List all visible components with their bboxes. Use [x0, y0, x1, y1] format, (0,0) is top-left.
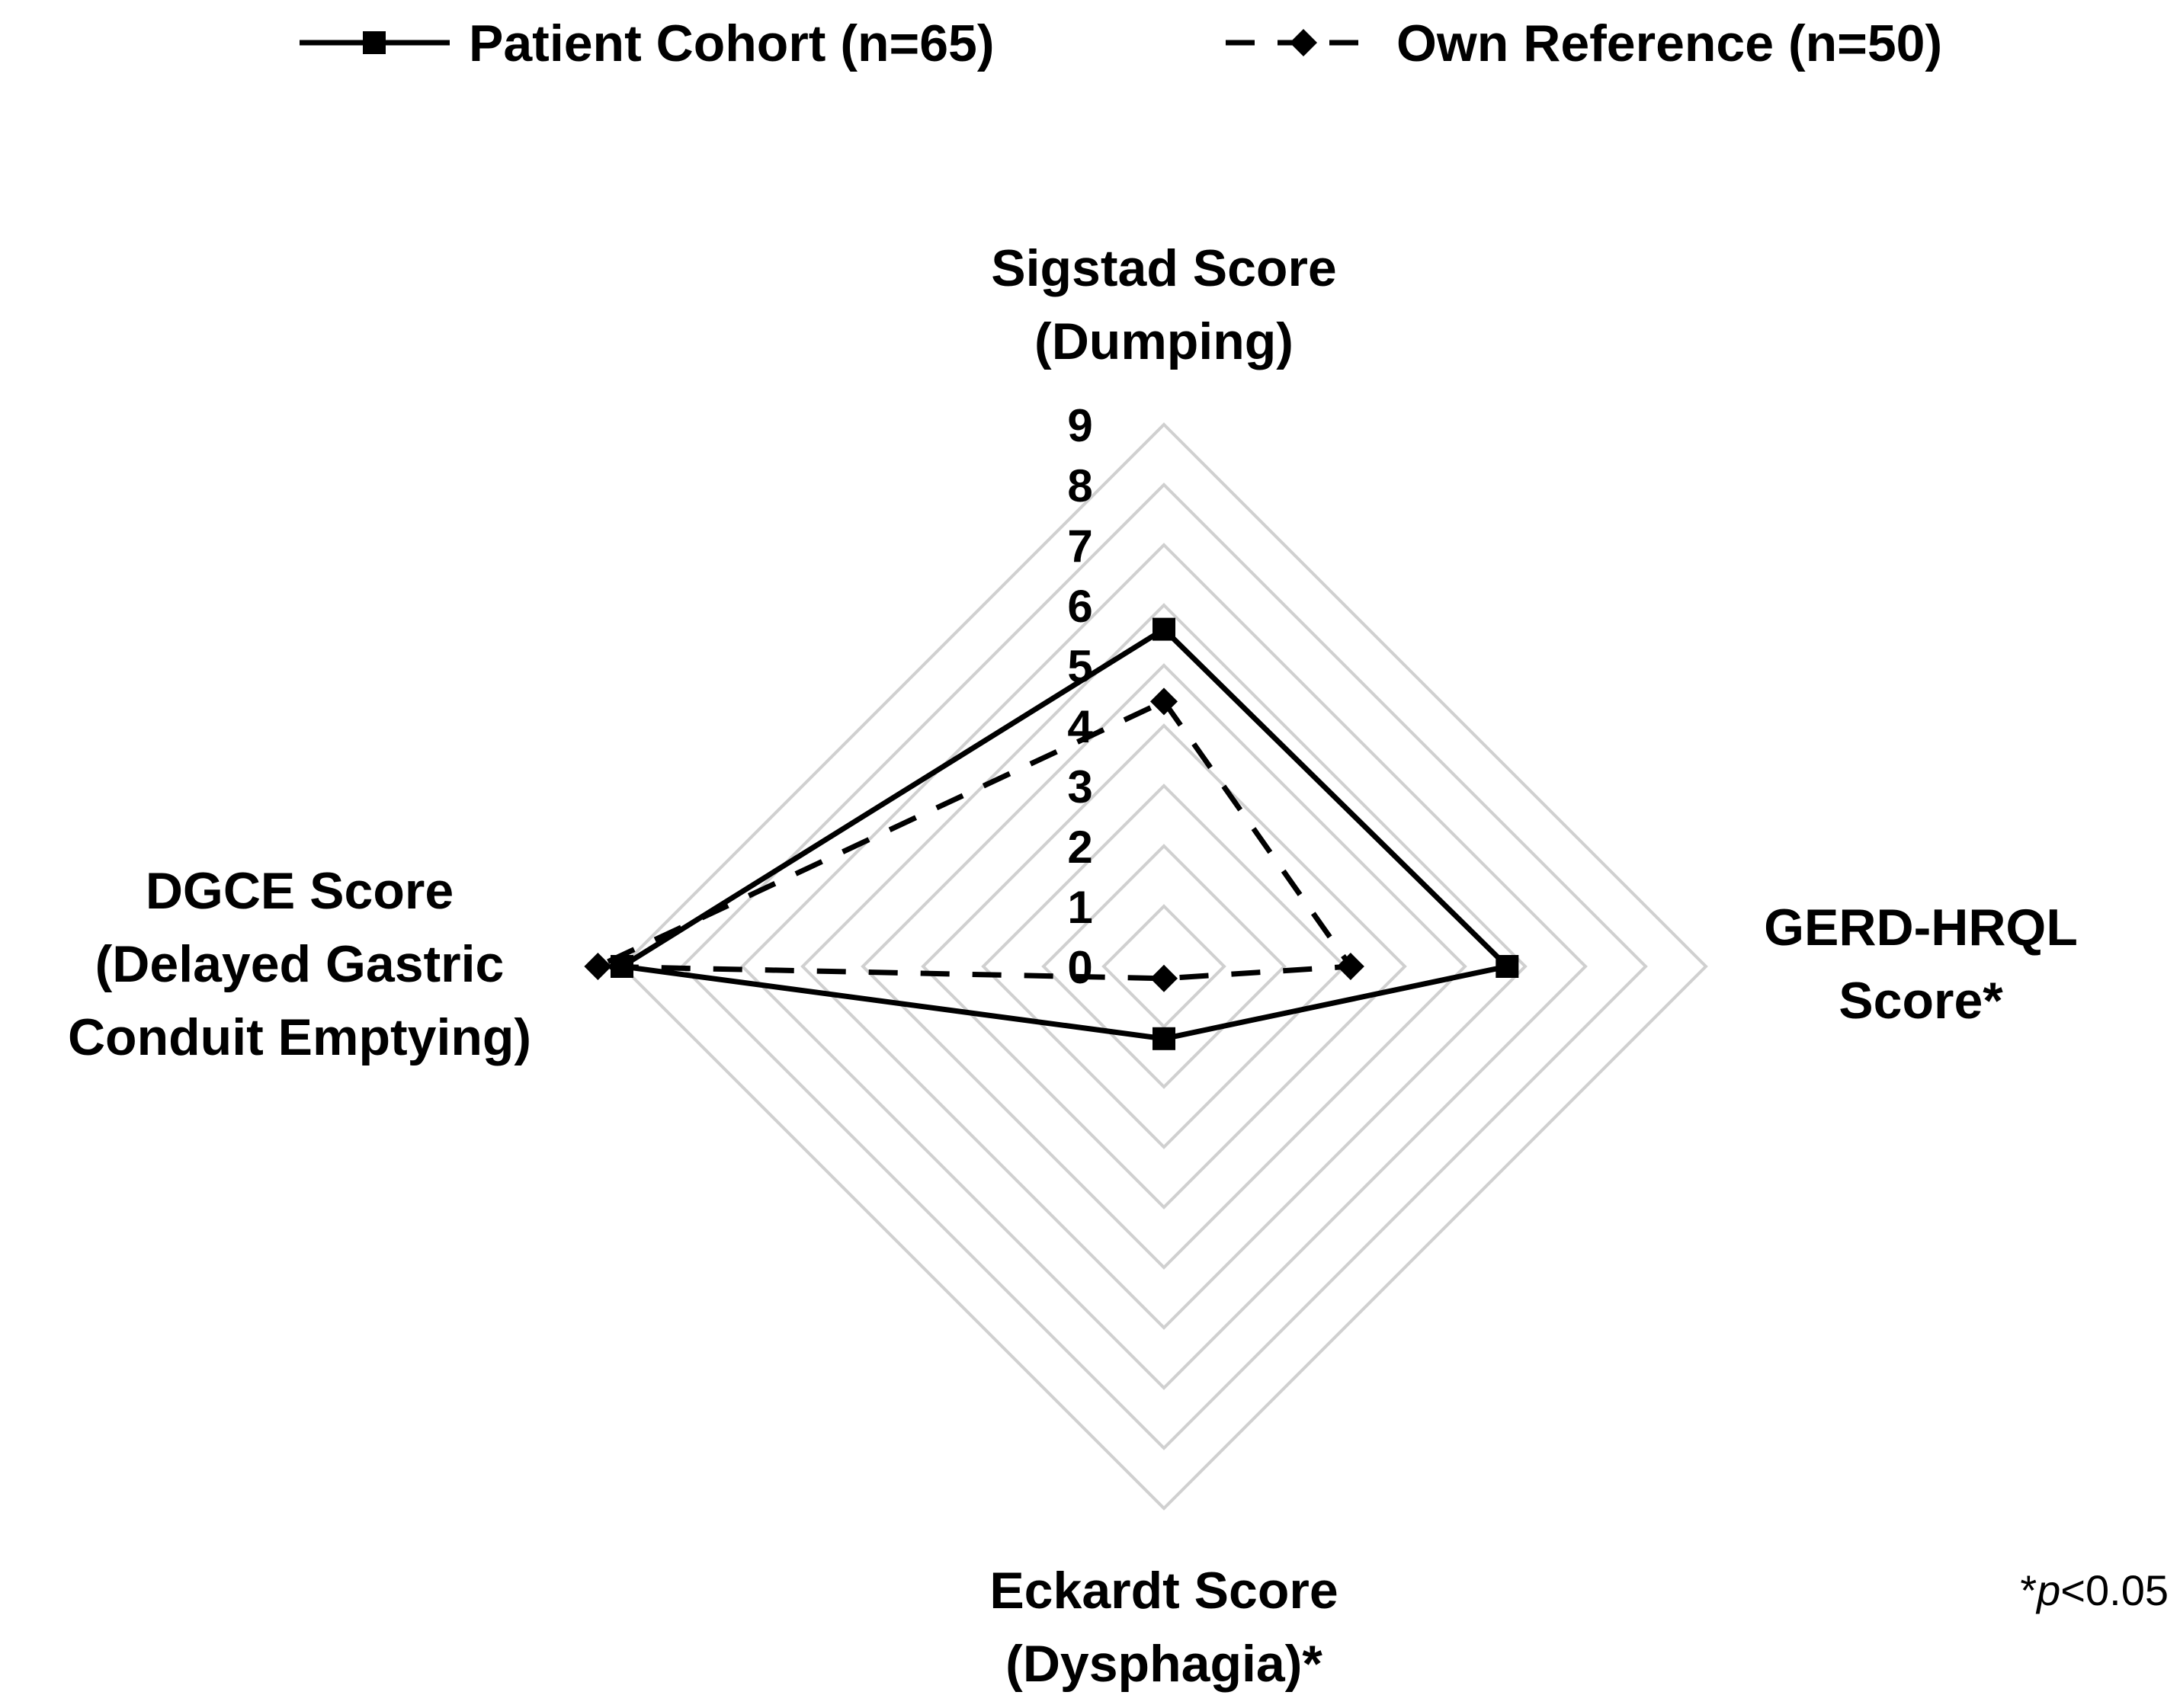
radar-grid: [620, 422, 1708, 1511]
axis-label-left-line-0: DGCE Score: [146, 862, 454, 920]
axis-labels: Sigstad Score (Dumping) GERD-HRQL Score* Eck…: [68, 239, 2078, 1693]
grid-ring-2: [1041, 844, 1287, 1089]
legend-item-patient-cohort: Patient Cohort (n=65): [300, 14, 995, 72]
grid-ring-8: [680, 482, 1648, 1450]
axis-label-bottom-line-1: (Dysphagia)*: [1005, 1635, 1322, 1693]
series-0-point-right: [1496, 955, 1519, 978]
tick-label-4: 4: [1067, 701, 1093, 752]
tick-label-8: 8: [1067, 460, 1092, 511]
series-1-point-left: [584, 953, 612, 980]
legend: Patient Cohort (n=65) Own Reference (n=5…: [300, 14, 1942, 72]
series-1-point-right: [1336, 953, 1364, 980]
axis-label-right-line-1: Score*: [1839, 972, 2003, 1030]
legend-label-own-reference: Own Reference (n=50): [1396, 14, 1942, 72]
grid-ring-5: [861, 663, 1467, 1270]
series-line-1: [596, 697, 1356, 982]
grid-ring-7: [740, 543, 1588, 1390]
axis-label-top-line-0: Sigstad Score: [991, 239, 1337, 297]
tick-label-7: 7: [1067, 521, 1092, 572]
axis-label-top-line-1: (Dumping): [1034, 312, 1294, 370]
axis-label-bottom-line-0: Eckardt Score: [989, 1562, 1338, 1620]
tick-label-0: 0: [1067, 942, 1092, 993]
grid-ring-1: [1101, 904, 1226, 1029]
grid-ring-9: [620, 422, 1708, 1511]
square-marker-icon: [363, 31, 386, 54]
series-1-point-top: [1150, 687, 1178, 716]
legend-label-patient-cohort: Patient Cohort (n=65): [469, 14, 995, 72]
series-0-point-bottom: [1153, 1027, 1175, 1050]
grid-ring-6: [800, 603, 1528, 1330]
legend-item-own-reference: Own Reference (n=50): [1226, 14, 1942, 72]
series-0-point-top: [1153, 617, 1175, 641]
data-series: [584, 617, 1519, 1050]
series-1-point-bottom: [1150, 964, 1178, 992]
tick-label-6: 6: [1067, 581, 1092, 632]
footnote-p: p: [2035, 1566, 2060, 1614]
axis-label-left-line-2: Conduit Emptying): [68, 1008, 531, 1066]
footnote-star: *: [2020, 1566, 2037, 1614]
axis-label-right-line-0: GERD-HRQL: [1764, 899, 2078, 957]
tick-label-3: 3: [1067, 761, 1092, 812]
grid-ring-3: [981, 784, 1347, 1149]
significance-footnote: *p<0.05: [2020, 1566, 2169, 1614]
grid-ring-4: [921, 723, 1407, 1210]
diamond-marker-icon: [1290, 29, 1317, 56]
axis-label-left-line-1: (Delayed Gastric: [95, 935, 505, 993]
tick-label-2: 2: [1067, 822, 1092, 873]
tick-label-9: 9: [1067, 400, 1092, 451]
tick-label-1: 1: [1067, 882, 1092, 933]
footnote-threshold: <0.05: [2060, 1566, 2169, 1614]
